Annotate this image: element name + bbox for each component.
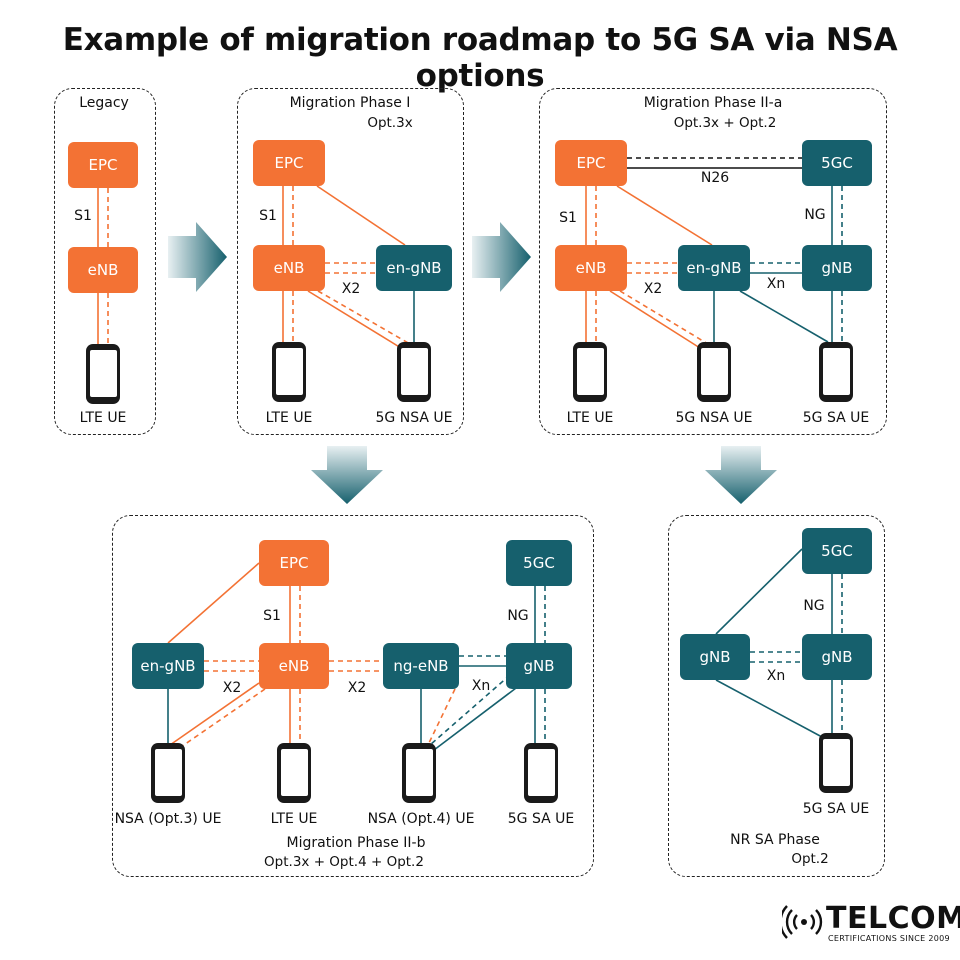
phone-icon [277,743,311,803]
interface-link [715,679,823,738]
interface-label: X2 [347,680,367,696]
phone-icon [524,743,558,803]
interface-link [167,562,260,644]
interface-link [433,684,521,751]
ue-label: 5G NSA UE [375,410,453,426]
phone-icon [151,743,185,803]
phone-icon [573,342,607,402]
interface-label: X2 [341,281,361,297]
arrow-right-icon [472,222,531,292]
interface-link-dashed [427,688,456,746]
ue-label: 5G NSA UE [675,410,753,426]
ue-label: 5G SA UE [802,410,870,426]
interface-label: NG [507,608,529,624]
interface-label: S1 [559,210,577,226]
ue-label: LTE UE [566,410,614,426]
interface-label: S1 [74,208,92,224]
interface-link [169,682,260,746]
panel-legacy [54,88,156,435]
interface-link [616,185,713,246]
phase2b-enb-node: eNB [259,643,329,689]
ue-label: NSA (Opt.4) UE [367,811,475,827]
phase1-epc-node: EPC [253,140,325,186]
arrow-down-icon [705,446,777,504]
phone-icon [697,342,731,402]
interface-link-dashed [619,290,709,345]
phase2b-en-gnb-node: en-gNB [132,643,204,689]
interface-label: Xn [471,678,491,694]
telcoma-logo: TELCOMA CERTIFICATIONS SINCE 2009 [782,902,960,946]
ue-label: LTE UE [79,410,127,426]
panel-phase1-subtitle: Opt.3x [367,115,413,131]
page-title: Example of migration roadmap to 5G SA vi… [62,22,898,94]
phase2b-5gc-node: 5GC [506,540,572,586]
legacy-epc-node: EPC [68,142,138,188]
interface-link [609,290,701,349]
nrsa-gnb-node-2: gNB [802,634,872,680]
interface-label: S1 [259,208,277,224]
phase1-enb-node: eNB [253,245,325,291]
phone-icon [819,342,853,402]
interface-label: Xn [766,276,786,292]
interface-label: NG [803,598,825,614]
phone-icon [819,733,853,793]
nrsa-5gc-node: 5GC [802,528,872,574]
phase2a-5gc-node: 5GC [802,140,872,186]
interface-label: NG [804,207,826,223]
phase2a-enb-node: eNB [555,245,627,291]
phone-icon [272,342,306,402]
phase2b-epc-node: EPC [259,540,329,586]
signal-waves-icon [782,905,823,939]
nrsa-gnb-node-1: gNB [680,634,750,680]
legacy-enb-node: eNB [68,247,138,293]
interface-label: S1 [263,608,281,624]
interface-link-dashed [317,290,411,345]
interface-label: X2 [643,281,663,297]
panel-nrsa-subtitle: Opt.2 [791,851,829,867]
phone-icon [397,342,431,402]
ue-label: 5G SA UE [802,801,870,817]
logo-tagline: CERTIFICATIONS SINCE 2009 [828,934,950,943]
panel-phase1-title: Migration Phase I [289,95,411,111]
panel-nrsa [668,515,885,877]
panel-phase2a-title: Migration Phase II-a [643,95,783,111]
panel-phase2a-subtitle: Opt.3x + Opt.2 [673,115,777,131]
phase2a-gnb-node: gNB [802,245,872,291]
ue-label: 5G SA UE [507,811,575,827]
phase2b-ng-enb-node: ng-eNB [383,643,459,689]
panel-nrsa-title: NR SA Phase [730,832,820,848]
arrow-down-icon [311,446,383,504]
phase1-en-gnb-node: en-gNB [376,245,452,291]
interface-link-dashed [177,688,266,750]
arrow-right-icon [168,222,227,292]
phase2a-en-gnb-node: en-gNB [678,245,750,291]
interface-link [715,548,803,635]
logo-name: TELCOMA [826,901,960,936]
phone-icon [86,344,120,404]
panel-phase1 [237,88,464,435]
panel-phase2b-title: Migration Phase II-b [286,835,426,851]
ue-label: LTE UE [270,811,318,827]
interface-link [307,290,402,349]
panel-phase2a [539,88,887,435]
ue-label: NSA (Opt.3) UE [114,811,222,827]
ue-label: LTE UE [265,410,313,426]
interface-label: N26 [700,170,730,186]
panel-phase2b [112,515,594,877]
interface-label: X2 [222,680,242,696]
panel-legacy-title: Legacy [79,95,129,111]
interface-link [739,290,829,343]
phase2a-epc-node: EPC [555,140,627,186]
interface-link [316,185,406,246]
phone-icon [402,743,436,803]
phase2b-gnb-node: gNB [506,643,572,689]
panel-phase2b-subtitle: Opt.3x + Opt.4 + Opt.2 [264,854,424,870]
interface-label: Xn [766,668,786,684]
